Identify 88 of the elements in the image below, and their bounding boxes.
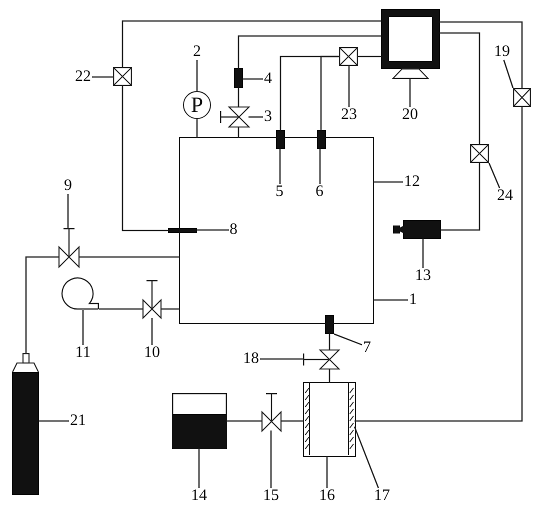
callout-number: 5 bbox=[274, 184, 284, 200]
gas-cylinder bbox=[12, 353, 39, 495]
liquid-tank bbox=[172, 393, 227, 449]
callout-number: 2 bbox=[192, 44, 202, 60]
leader-line bbox=[196, 60, 198, 91]
connection-line bbox=[440, 32, 480, 144]
connection-line bbox=[99, 308, 143, 310]
callout-number: 16 bbox=[318, 488, 336, 504]
test-chamber bbox=[179, 137, 374, 324]
callout-number: 23 bbox=[340, 107, 358, 123]
connection-line bbox=[440, 21, 523, 88]
leader-line bbox=[374, 181, 403, 183]
sensor-symbol bbox=[325, 315, 334, 334]
leader-line bbox=[67, 194, 69, 228]
callout-number: 1 bbox=[408, 292, 418, 308]
callout-number: 18 bbox=[242, 351, 260, 367]
callout-number: 17 bbox=[373, 488, 391, 504]
connection-line bbox=[122, 20, 381, 67]
leader-line bbox=[503, 60, 514, 88]
connection-line bbox=[122, 86, 168, 232]
callout-number: 8 bbox=[228, 222, 238, 238]
callout-number: 22 bbox=[74, 69, 92, 85]
callout-number: 6 bbox=[314, 184, 324, 200]
callout-number: 13 bbox=[414, 268, 432, 284]
connection-line bbox=[79, 256, 179, 258]
connection-line bbox=[161, 308, 179, 310]
leader-line bbox=[151, 318, 153, 345]
leader-line bbox=[319, 149, 321, 184]
pressure-gauge: P bbox=[183, 91, 211, 119]
valve-symbol bbox=[143, 280, 161, 318]
valve-symbol bbox=[303, 350, 339, 369]
camera-symbol bbox=[393, 220, 441, 239]
sensor-symbol bbox=[234, 68, 243, 88]
valve-symbol bbox=[220, 107, 248, 127]
leader-line bbox=[198, 449, 200, 488]
leader-line bbox=[326, 457, 328, 488]
leader-line bbox=[248, 116, 263, 118]
connection-line bbox=[328, 334, 330, 350]
crossed-box-symbol bbox=[513, 88, 531, 107]
connection-line bbox=[238, 127, 240, 137]
connection-line bbox=[354, 107, 523, 422]
leader-line bbox=[422, 239, 424, 268]
callout-number: 7 bbox=[362, 340, 372, 356]
computer-monitor bbox=[381, 9, 440, 79]
callout-number: 9 bbox=[63, 178, 73, 194]
crossed-box-symbol bbox=[470, 144, 489, 163]
leader-line bbox=[348, 66, 350, 107]
connection-line bbox=[238, 88, 240, 107]
leader-line bbox=[354, 426, 379, 488]
callout-number: 4 bbox=[263, 71, 273, 87]
sensor-symbol bbox=[276, 130, 285, 149]
leader-line bbox=[279, 149, 281, 184]
callout-number: 10 bbox=[143, 345, 161, 361]
callout-number: 12 bbox=[403, 174, 421, 190]
callout-number: 19 bbox=[493, 44, 511, 60]
callout-number: 3 bbox=[263, 109, 273, 125]
leader-line bbox=[243, 78, 263, 80]
connection-line bbox=[441, 163, 480, 231]
leader-line bbox=[82, 310, 84, 345]
connection-line bbox=[227, 420, 262, 422]
leader-line bbox=[334, 333, 362, 346]
crossed-box-symbol bbox=[113, 67, 132, 86]
callout-number: 21 bbox=[69, 413, 87, 429]
sensor-symbol bbox=[168, 228, 197, 233]
connection-line bbox=[281, 420, 303, 422]
pump-symbol bbox=[62, 277, 99, 310]
connection-line bbox=[358, 56, 381, 58]
callout-number: 20 bbox=[401, 107, 419, 123]
valve-symbol bbox=[59, 228, 79, 267]
crossed-box-symbol bbox=[339, 47, 358, 66]
leader-line bbox=[197, 229, 229, 231]
callout-number: 24 bbox=[496, 188, 514, 204]
connection-line bbox=[196, 119, 198, 137]
leader-line bbox=[92, 76, 113, 78]
connection-line bbox=[238, 35, 381, 68]
callout-number: 15 bbox=[262, 488, 280, 504]
leader-line bbox=[374, 299, 408, 301]
leader-line bbox=[270, 430, 272, 488]
leader-line bbox=[39, 420, 69, 422]
connection-line bbox=[328, 369, 330, 382]
connection-line bbox=[25, 256, 59, 353]
leader-line bbox=[488, 162, 500, 188]
connection-line bbox=[320, 56, 339, 130]
valve-symbol bbox=[262, 392, 281, 430]
sensor-symbol bbox=[316, 130, 326, 149]
callout-number: 11 bbox=[74, 345, 92, 361]
callout-number: 14 bbox=[190, 488, 208, 504]
leader-line bbox=[260, 358, 303, 360]
